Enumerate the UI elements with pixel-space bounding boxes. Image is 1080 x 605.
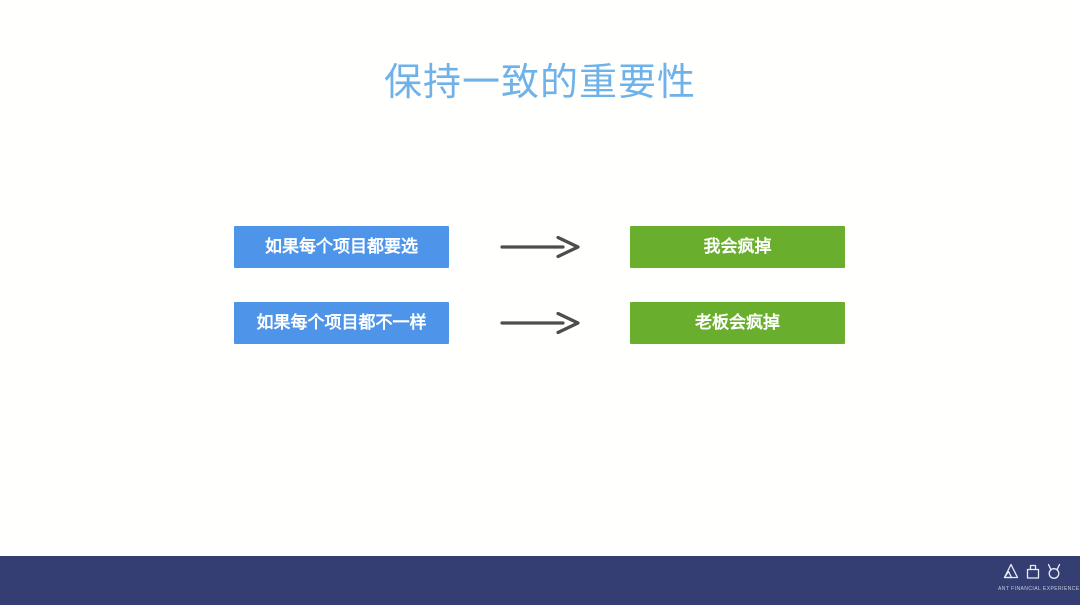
page-title: 保持一致的重要性 [383,62,696,104]
condition-box: 如果每个项目都要选 [234,226,449,268]
condition-box: 如果每个项目都不一样 [234,302,449,344]
brand-block: ANT FINANCIAL EXPERIENCE [998,563,1080,592]
result-box: 我会疯掉 [630,226,845,268]
result-box: 老板会疯掉 [630,302,845,344]
right-arrow-icon [500,311,580,335]
right-arrow-icon [500,235,580,259]
brand-caption: ANT FINANCIAL EXPERIENCE [998,586,1080,592]
afx-logo-icon [1003,563,1061,579]
footer-bar: ANT FINANCIAL EXPERIENCE [0,556,1080,605]
